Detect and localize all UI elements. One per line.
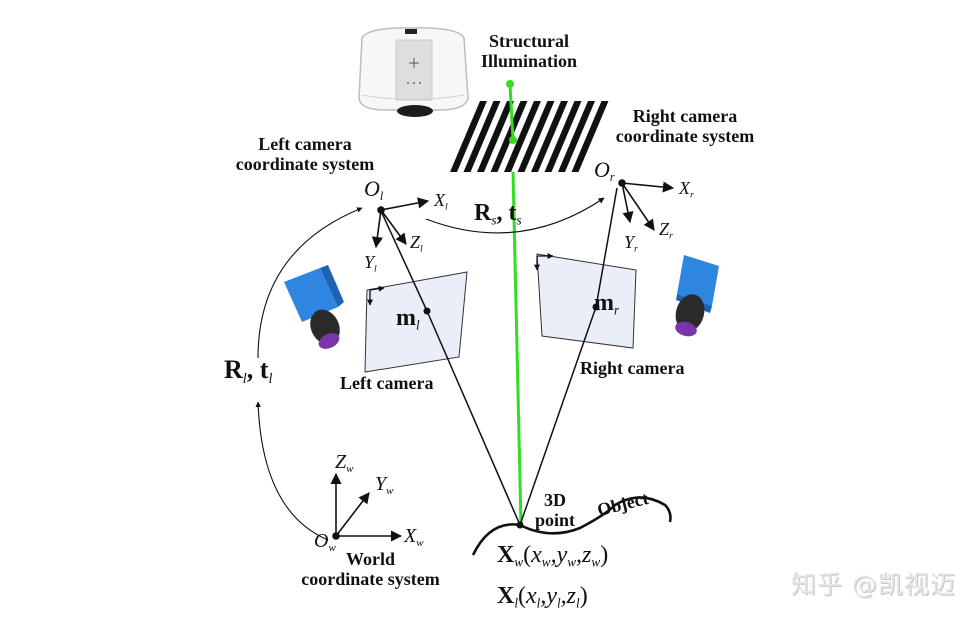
projection-lines bbox=[380, 187, 618, 526]
symbol-O-w: Ow bbox=[314, 530, 336, 554]
fringe-stripe bbox=[531, 101, 568, 172]
equation-Xw: Xw(xw,yw,zw) bbox=[497, 542, 609, 570]
symbol-O-l: Ol bbox=[364, 176, 384, 204]
fringe-stripe bbox=[490, 101, 528, 172]
symbol-Z-l: Zl bbox=[410, 232, 423, 255]
label-world-coordinate-system: World coordinate system bbox=[301, 549, 440, 590]
symbol-Rs-ts: Rs, ts bbox=[474, 200, 522, 228]
right-camera-icon bbox=[675, 255, 719, 337]
symbol-Z-r: Zr bbox=[659, 219, 673, 242]
symbol-X-l: Xl bbox=[434, 190, 448, 213]
fringe-pattern bbox=[450, 101, 609, 172]
fringe-stripe bbox=[463, 101, 501, 172]
left-image-plane bbox=[364, 271, 468, 373]
fringe-stripe bbox=[477, 101, 514, 172]
fringe-stripe bbox=[504, 101, 541, 172]
point-3d bbox=[516, 521, 524, 529]
point-m-r bbox=[592, 303, 600, 311]
label-right-camera-coordinate-system: Right camera coordinate system bbox=[615, 106, 755, 147]
symbol-Y-l: Yl bbox=[364, 252, 377, 275]
symbol-X-r: Xr bbox=[679, 178, 694, 201]
symbol-Z-w: Zw bbox=[335, 451, 354, 475]
symbol-O-r: Or bbox=[594, 157, 615, 185]
light-ray bbox=[506, 80, 523, 526]
watermark: 知乎 @凯视迈 bbox=[791, 570, 956, 599]
symbol-Rl-tl: Rl, tl bbox=[224, 355, 273, 387]
projector-icon bbox=[358, 27, 469, 117]
equation-Xl: Xl(xl,yl,zl) bbox=[497, 583, 588, 611]
left-transform-arrow-lower bbox=[255, 401, 329, 541]
label-left-camera-coordinate-system: Left camera coordinate system bbox=[235, 134, 375, 175]
symbol-X-w: Xw bbox=[404, 525, 424, 549]
fringe-stripe bbox=[450, 101, 487, 172]
right-camera-axes bbox=[618, 179, 675, 231]
label-left-camera: Left camera bbox=[340, 373, 434, 393]
left-camera-icon bbox=[284, 265, 344, 349]
symbol-m-l: ml bbox=[396, 305, 420, 333]
left-transform-arrow-upper bbox=[257, 207, 363, 359]
label-structural-illumination: Structural Illumination bbox=[480, 31, 578, 72]
symbol-m-r: mr bbox=[594, 290, 620, 318]
fringe-stripe bbox=[544, 101, 582, 172]
object-surface bbox=[471, 496, 672, 556]
fringe-stripe bbox=[517, 101, 555, 172]
left-camera-axes bbox=[371, 197, 430, 249]
diagram-background bbox=[95, 0, 880, 622]
symbol-Y-r: Yr bbox=[624, 232, 638, 255]
symbol-Y-w: Yw bbox=[375, 473, 394, 497]
label-right-camera: Right camera bbox=[580, 358, 685, 378]
label-3d-point: 3D point bbox=[534, 490, 576, 531]
fringe-stripe bbox=[558, 101, 595, 172]
fringe-stripe bbox=[571, 101, 609, 172]
point-m-l bbox=[423, 307, 431, 315]
world-axes bbox=[330, 472, 403, 542]
stereo-transform-arrow bbox=[425, 197, 605, 234]
